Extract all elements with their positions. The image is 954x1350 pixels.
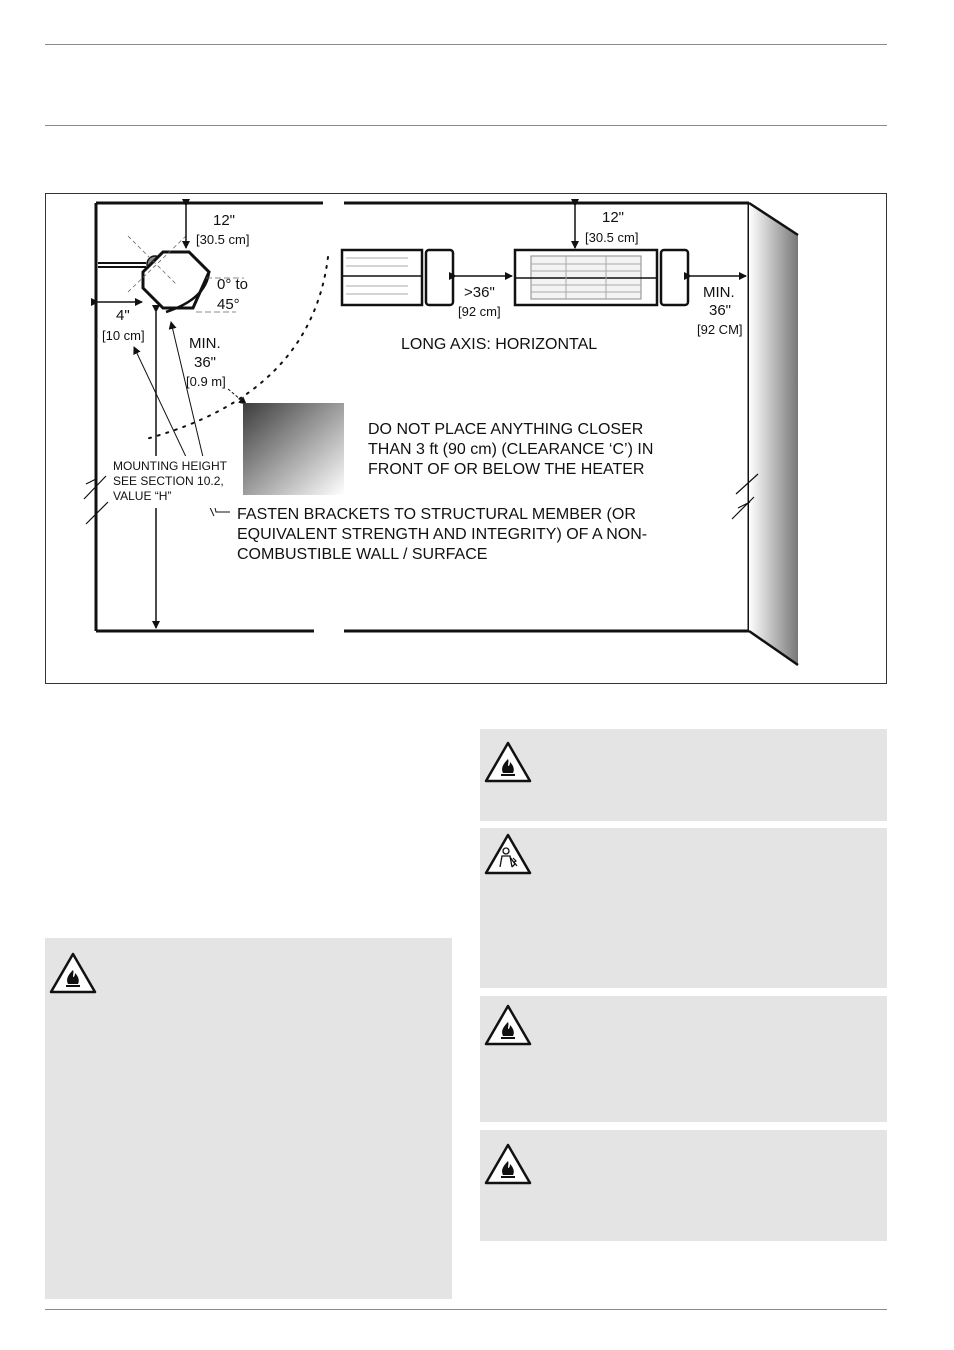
horizontal-heater-partial	[340, 248, 455, 307]
right-wall-metric: [92 CM]	[697, 322, 743, 337]
warning-box-fire-1	[480, 729, 887, 821]
footer-rule	[45, 1309, 887, 1310]
mounting-height-line3: VALUE “H”	[113, 489, 171, 503]
right-top-clearance-label: 12"	[602, 209, 624, 226]
mounting-height-line2: SEE SECTION 10.2,	[113, 474, 224, 488]
fasten-note-line2: EQUIVALENT STRENGTH AND INTEGRITY) OF A …	[237, 526, 647, 543]
fasten-note-line1: FASTEN BRACKETS TO STRUCTURAL MEMBER (OR	[237, 506, 636, 523]
top-clearance-metric: [30.5 cm]	[196, 232, 249, 247]
right-top-clearance-metric: [30.5 cm]	[585, 230, 638, 245]
clearance-zone	[243, 403, 344, 495]
front-clearance-metric: [0.9 m]	[186, 374, 226, 389]
side-clearance-metric: [10 cm]	[102, 328, 145, 343]
fasten-note-line3: COMBUSTIBLE WALL / SURFACE	[237, 546, 487, 563]
right-wall-line2: 36"	[709, 302, 731, 319]
warning-box-fire-left	[45, 938, 452, 1299]
side-clearance-label: 4"	[116, 307, 130, 324]
installation-clearance-figure: 12" [30.5 cm] 0° to 45° 4" [10 cm] MIN. …	[45, 193, 887, 684]
horizontal-heater	[513, 248, 690, 307]
fire-hazard-icon	[484, 1004, 532, 1046]
right-wall-line1: MIN.	[703, 284, 735, 301]
clearance-note-line2: THAN 3 ft (90 cm) (CLEARANCE ‘C’) IN	[368, 441, 653, 458]
warning-box-shock	[480, 828, 887, 988]
header-rule-bottom	[45, 125, 887, 126]
between-heaters-metric: [92 cm]	[458, 304, 501, 319]
clearance-note-line3: FRONT OF OR BELOW THE HEATER	[368, 461, 644, 478]
clearance-note-line1: DO NOT PLACE ANYTHING CLOSER	[368, 421, 643, 438]
long-axis-label: LONG AXIS: HORIZONTAL	[401, 336, 597, 353]
angle-label-line1: 0° to	[217, 276, 248, 293]
fire-hazard-icon	[484, 741, 532, 783]
angled-heater	[98, 235, 244, 314]
mounting-height-line1: MOUNTING HEIGHT	[113, 459, 228, 473]
top-clearance-label: 12"	[213, 212, 235, 229]
clearance-diagram: 12" [30.5 cm] 0° to 45° 4" [10 cm] MIN. …	[83, 199, 799, 667]
warning-box-fire-2	[480, 996, 887, 1122]
fire-hazard-icon	[49, 952, 97, 994]
between-heaters-label: >36"	[464, 284, 495, 301]
front-clearance-line2: 36"	[194, 354, 216, 371]
angle-label-line2: 45°	[217, 296, 240, 313]
fire-hazard-icon	[484, 1143, 532, 1185]
header-rule-top	[45, 44, 887, 45]
break-marks	[83, 473, 759, 525]
warning-box-fire-3	[480, 1130, 887, 1241]
clearance-arc	[145, 256, 329, 440]
side-wall	[749, 203, 798, 665]
front-clearance-line1: MIN.	[189, 335, 221, 352]
electric-shock-hazard-icon	[484, 833, 532, 875]
